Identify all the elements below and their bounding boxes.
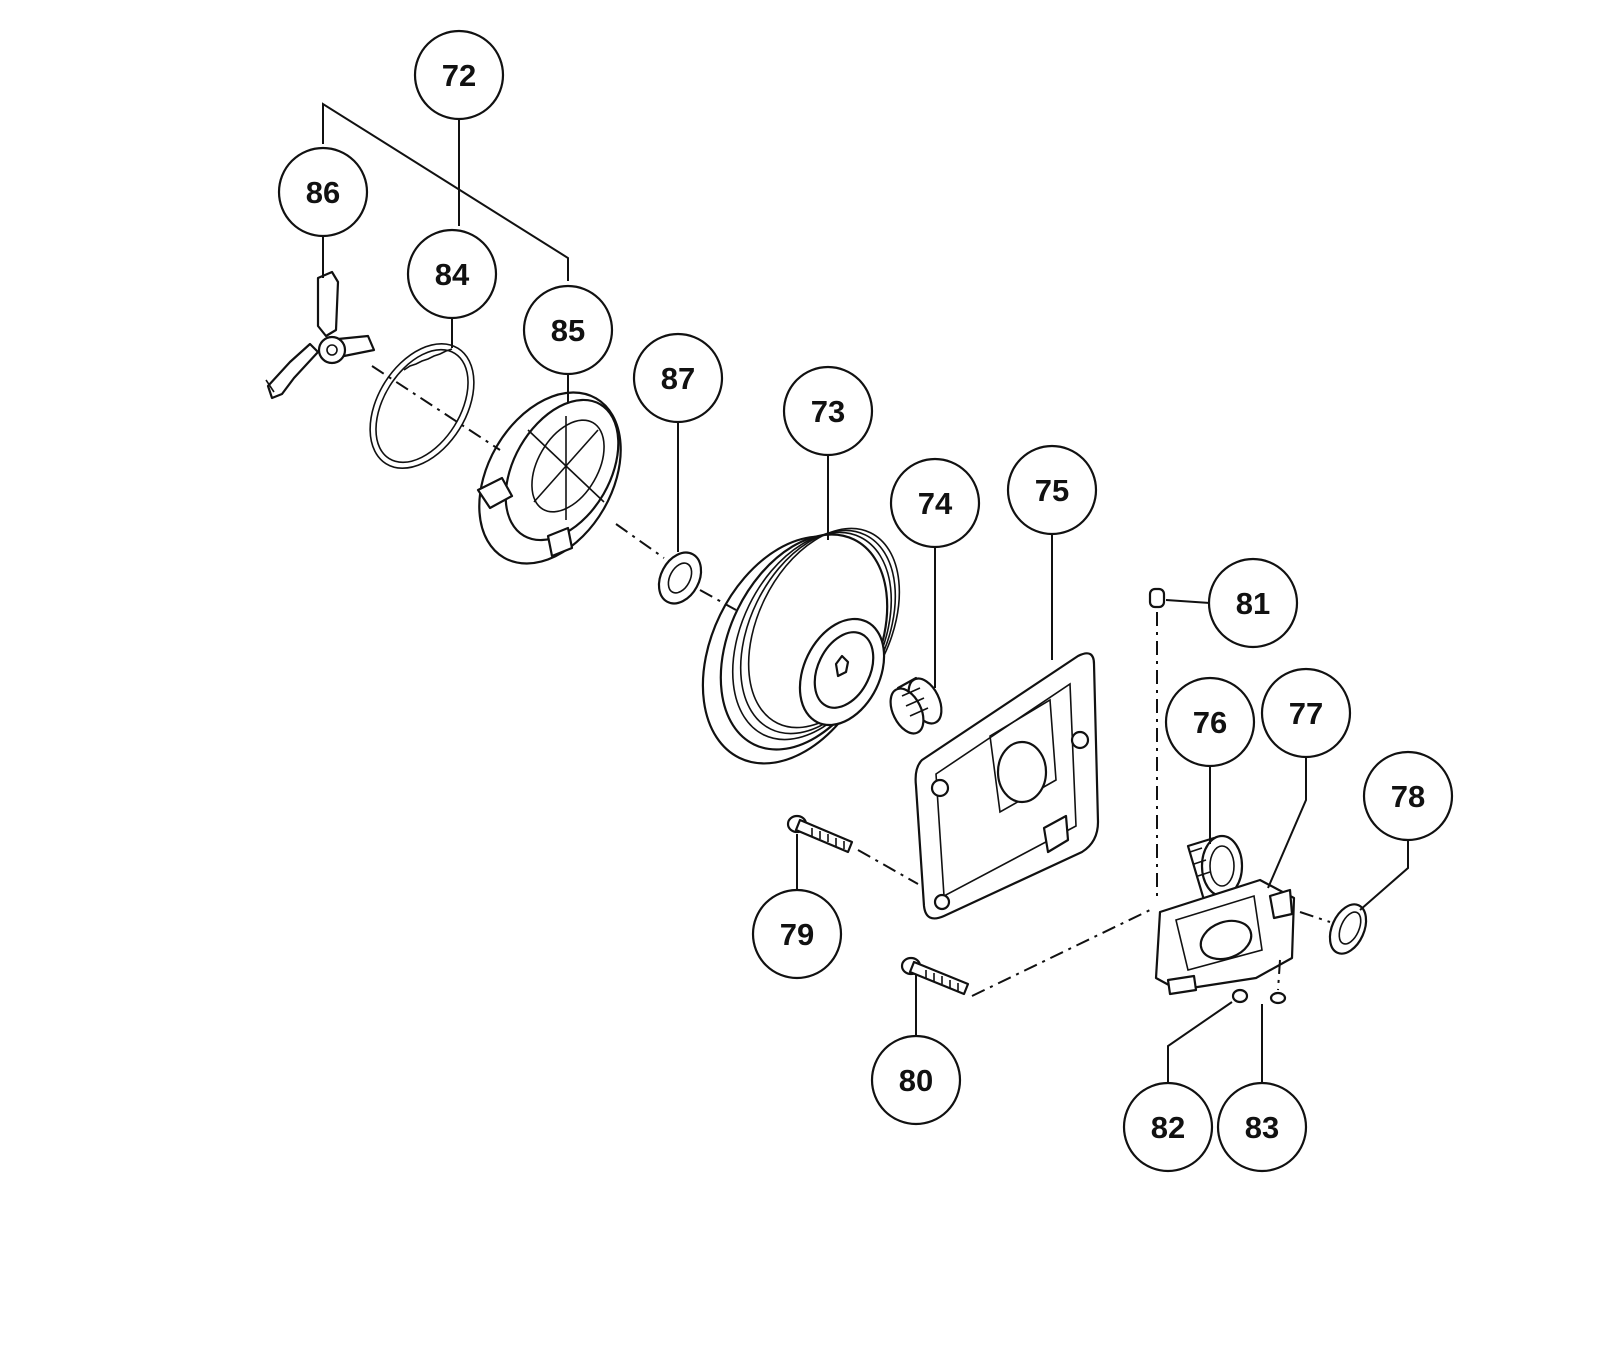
callout-circle	[1260, 667, 1352, 759]
group-bracket-72	[322, 102, 569, 281]
callout-circle	[870, 1034, 962, 1126]
assembly-lines	[371, 365, 1331, 997]
part-82-o-ring[interactable]	[1231, 988, 1249, 1004]
part-73-clutch-drum[interactable]	[667, 504, 929, 793]
callout-number: 78	[1391, 779, 1425, 814]
part-76-oil-pump[interactable]	[1186, 834, 1244, 902]
part-84-clutch-spring[interactable]	[349, 325, 496, 487]
callout-circle	[1362, 750, 1454, 842]
callout-circle	[782, 365, 874, 457]
callout-80[interactable]: 80	[870, 1034, 962, 1126]
callout-number: 82	[1151, 1110, 1185, 1145]
callout-number: 74	[918, 486, 953, 521]
callout-number: 87	[661, 361, 695, 396]
part-75-clutch-cover[interactable]	[914, 652, 1100, 920]
callout-number: 73	[811, 394, 845, 429]
part-87-washer[interactable]	[651, 545, 710, 611]
callout-84[interactable]: 84	[406, 228, 498, 320]
callout-number: 75	[1035, 473, 1069, 508]
callout-labels: 72 73 74 75 76 77 78 79 80 81 82 83 84 85 86 87	[277, 29, 1454, 1173]
callout-number: 72	[442, 58, 476, 93]
callout-74[interactable]: 74	[889, 457, 981, 549]
callout-number: 80	[899, 1063, 933, 1098]
callout-85[interactable]: 85	[522, 284, 614, 376]
part-74-needle-bearing[interactable]	[884, 673, 948, 738]
part-77-oil-pump-housing[interactable]	[1154, 878, 1296, 996]
callout-circle	[1122, 1081, 1214, 1173]
part-78-seal[interactable]	[1323, 899, 1373, 960]
callout-circle	[1216, 1081, 1308, 1173]
callout-number: 79	[780, 917, 814, 952]
callout-circle	[277, 146, 369, 238]
callout-number: 85	[551, 313, 585, 348]
part-79-bolt[interactable]	[786, 814, 854, 854]
callout-78[interactable]: 78	[1362, 750, 1454, 842]
callout-number: 83	[1245, 1110, 1279, 1145]
callout-circle	[1207, 557, 1299, 649]
callout-76[interactable]: 76	[1164, 676, 1256, 768]
callout-circle	[889, 457, 981, 549]
part-85-clutch-shoes[interactable]	[450, 367, 649, 588]
part-83-o-ring[interactable]	[1269, 991, 1287, 1005]
callout-number: 84	[435, 257, 470, 292]
callout-circle	[522, 284, 614, 376]
leader-lines	[322, 236, 1409, 1090]
callout-86[interactable]: 86	[277, 146, 369, 238]
callout-number: 77	[1289, 696, 1323, 731]
part-86-clutch-spider[interactable]	[265, 270, 376, 400]
callout-73[interactable]: 73	[782, 365, 874, 457]
part-80-bolt[interactable]	[900, 956, 970, 996]
callout-circle	[632, 332, 724, 424]
callout-circle	[1006, 444, 1098, 536]
callout-number: 86	[306, 175, 340, 210]
callout-circle	[406, 228, 498, 320]
callout-circle	[751, 888, 843, 980]
part-81-cap[interactable]	[1148, 587, 1166, 609]
callout-83[interactable]: 83	[1216, 1081, 1308, 1173]
callout-81[interactable]: 81	[1207, 557, 1299, 649]
callout-79[interactable]: 79	[751, 888, 843, 980]
callout-75[interactable]: 75	[1006, 444, 1098, 536]
callout-circle	[1164, 676, 1256, 768]
callout-72[interactable]: 72	[413, 29, 505, 121]
callout-87[interactable]: 87	[632, 332, 724, 424]
callout-number: 81	[1236, 586, 1270, 621]
callout-circle	[413, 29, 505, 121]
callout-77[interactable]: 77	[1260, 667, 1352, 759]
callout-82[interactable]: 82	[1122, 1081, 1214, 1173]
callout-number: 76	[1193, 705, 1227, 740]
